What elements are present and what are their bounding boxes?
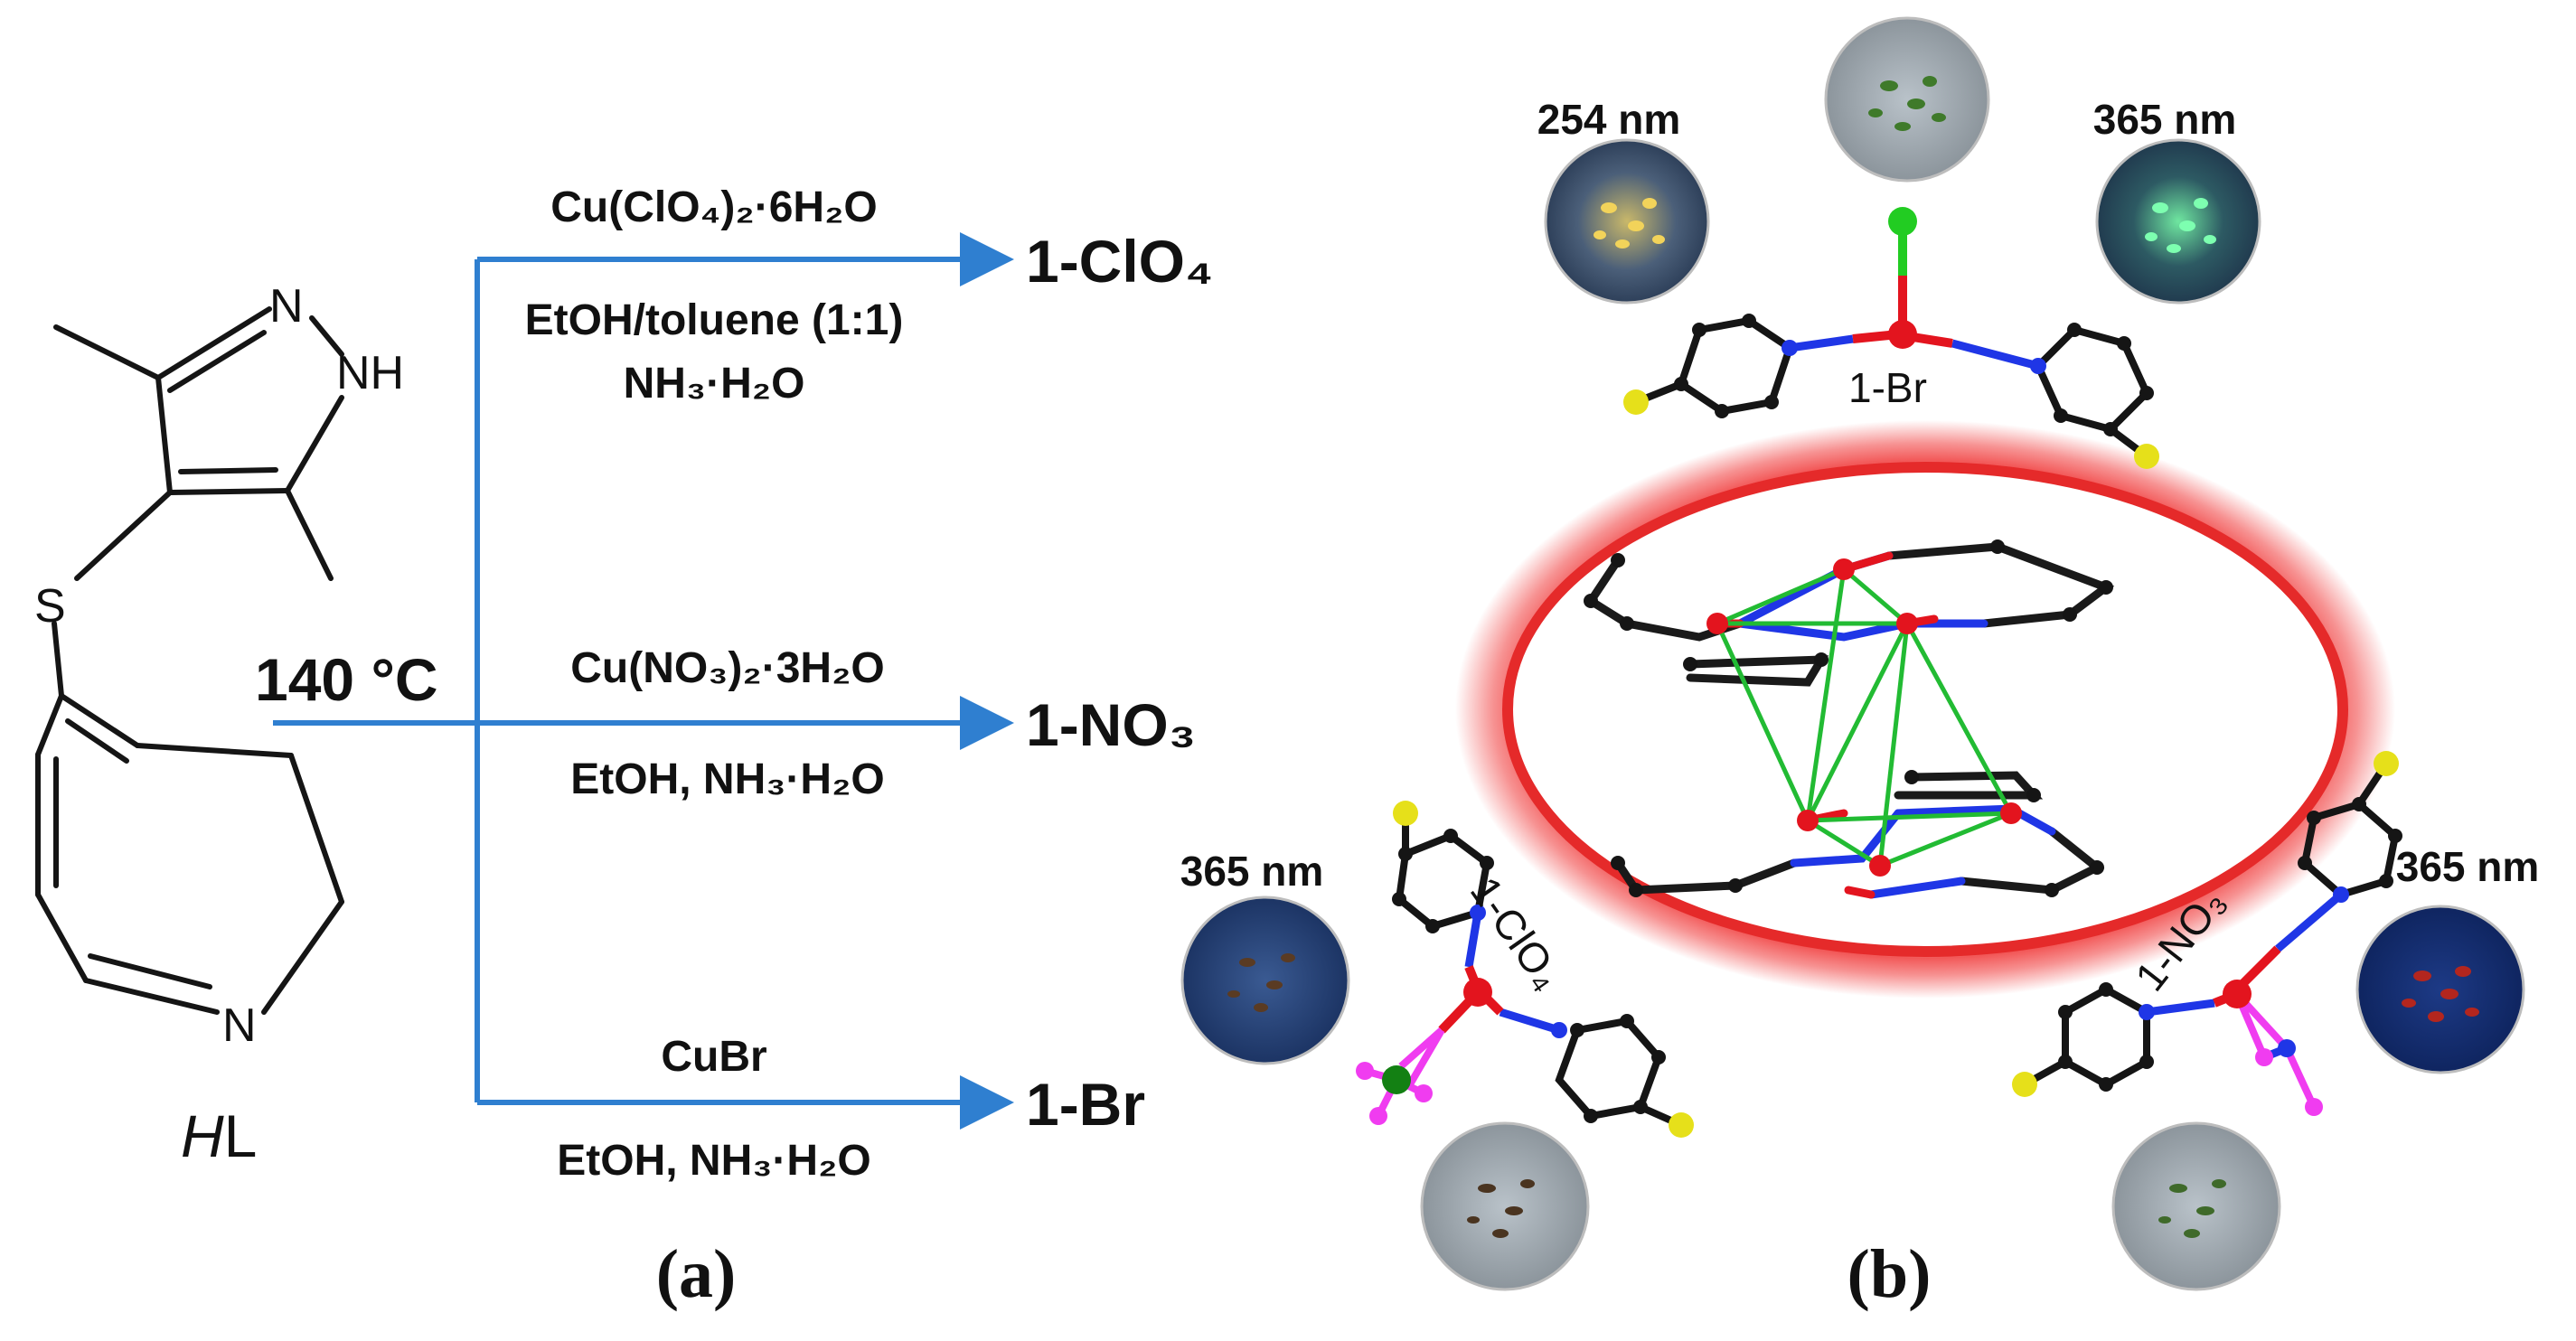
ligand-structure (35, 306, 344, 1015)
cluster-halo (1455, 420, 2395, 999)
reagent-cu-no3: Cu(NO₃)₂·3H₂O (570, 644, 884, 692)
ligand-atom-NH: NH (336, 347, 404, 399)
reagent-cubr: CuBr (661, 1033, 766, 1081)
wavelength-365nm-right: 365 nm (2396, 843, 2540, 890)
ligand-name: HL (181, 1102, 257, 1169)
label-1-br: 1-Br (1848, 364, 1927, 411)
molecule-1-br (1623, 207, 2159, 469)
ligand-atom-S: S (34, 580, 66, 633)
conditions-row1-line2: NH₃·H₂O (624, 360, 805, 408)
conditions-row2: EtOH, NH₃·H₂O (570, 755, 885, 803)
wavelength-365nm-top: 365 nm (2093, 96, 2237, 143)
reaction-arrows (273, 232, 1014, 1130)
product-1-clo4: 1-ClO₄ (1026, 228, 1213, 295)
molecule-1-no3 (2012, 751, 2402, 1116)
conditions-row3: EtOH, NH₃·H₂O (557, 1137, 871, 1185)
conditions-row1-line1: EtOH/toluene (1:1) (525, 296, 904, 344)
photo-254nm (1544, 138, 1710, 305)
caption-b: (b) (1847, 1236, 1932, 1312)
temperature-label: 140 °C (255, 646, 438, 713)
photo-bottom-right (2111, 1121, 2281, 1291)
photo-bottom-left (1420, 1121, 1590, 1291)
wavelength-365nm-left: 365 nm (1180, 848, 1324, 895)
molecule-1-clo4 (1356, 801, 1694, 1138)
photo-365nm-left (1180, 896, 1350, 1065)
photo-365nm-top (2095, 138, 2261, 305)
wavelength-254nm: 254 nm (1537, 96, 1681, 143)
product-1-no3: 1-NO₃ (1026, 691, 1196, 758)
ligand-name-rest: L (224, 1102, 258, 1169)
product-1-br: 1-Br (1026, 1071, 1145, 1138)
caption-a: (a) (656, 1236, 737, 1312)
photo-365nm-right (2355, 905, 2525, 1074)
ligand-atom-N-pyridine: N (222, 999, 257, 1052)
cu-cluster-structure (1584, 539, 2115, 899)
reagent-cu-clo4: Cu(ClO₄)₂·6H₂O (550, 183, 878, 231)
photo-top-center (1824, 16, 1990, 183)
ligand-name-italic: H (181, 1102, 224, 1169)
ligand-atom-N-top: N (269, 280, 304, 333)
